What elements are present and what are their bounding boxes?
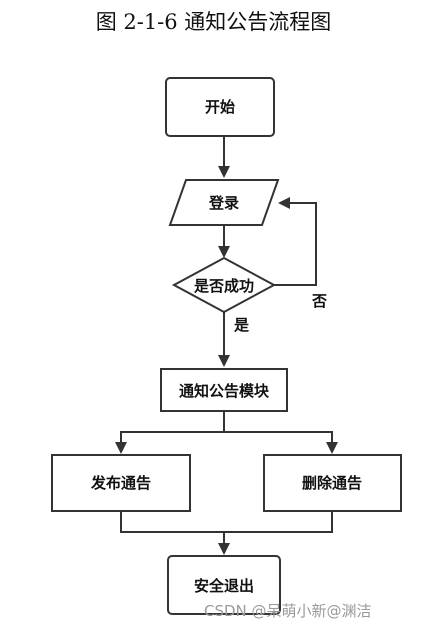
exit-label: 安全退出 xyxy=(194,577,254,595)
exit-node xyxy=(167,555,281,615)
start-node xyxy=(165,77,275,137)
edge-label-yes: 是 xyxy=(233,316,250,334)
module-label: 通知公告模块 xyxy=(179,382,270,400)
edge-no-loop xyxy=(274,202,317,286)
delete-node xyxy=(263,454,402,512)
arrowhead xyxy=(218,355,230,367)
arrowhead xyxy=(278,197,290,209)
decision-label: 是否成功 xyxy=(193,277,254,295)
watermark: CSDN @呆萌小新@渊洁 xyxy=(204,602,372,620)
arrowhead xyxy=(115,442,127,454)
diagram-title: 图 2-1-6 通知公告流程图 xyxy=(95,10,332,34)
login-label: 登录 xyxy=(208,194,239,212)
arrowhead xyxy=(218,166,230,178)
publish-label: 发布通告 xyxy=(90,474,151,492)
arrowhead xyxy=(326,442,338,454)
login-node xyxy=(168,179,280,226)
arrowhead xyxy=(218,543,230,555)
module-node xyxy=(160,368,288,412)
arrowhead xyxy=(218,246,230,258)
edge-label-no: 否 xyxy=(311,292,327,310)
start-label: 开始 xyxy=(205,98,235,116)
edge-merge xyxy=(120,511,333,533)
publish-node xyxy=(51,454,191,512)
edge-split-branches xyxy=(120,431,333,442)
delete-label: 删除通告 xyxy=(302,474,362,492)
